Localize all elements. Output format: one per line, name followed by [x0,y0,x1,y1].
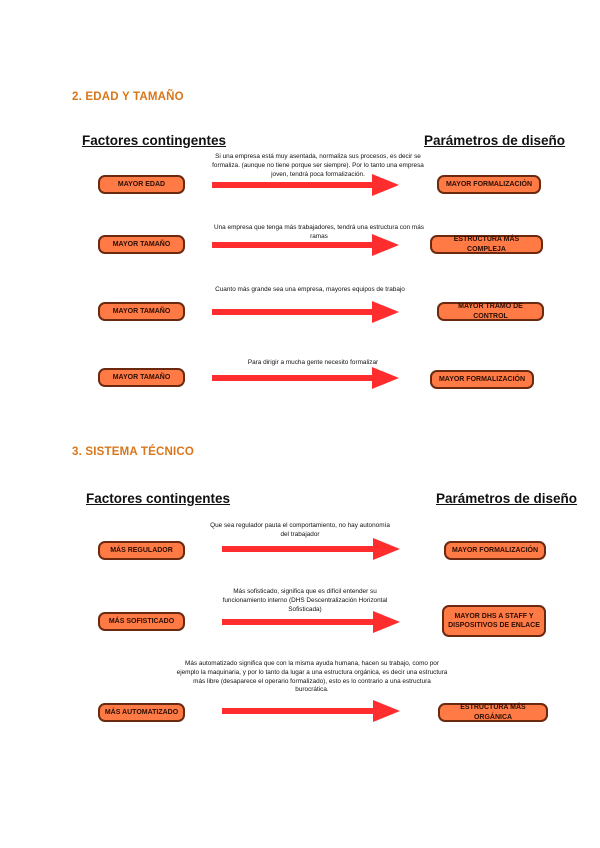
factor-pill: MÁS REGULADOR [98,541,185,560]
right-arrow-icon [212,234,399,256]
factor-pill: MAYOR TAMAÑO [98,235,185,254]
right-arrow-icon [212,174,399,196]
parameters-header: Parámetros de diseño [424,133,566,148]
right-arrow-icon [212,301,399,323]
section-title: 2. EDAD Y TAMAÑO [72,91,184,103]
factor-pill: MAYOR EDAD [98,175,185,194]
parameters-header: Parámetros de diseño [436,491,578,506]
right-arrow-icon [212,367,399,389]
right-arrow-icon [222,538,400,560]
arrow-note: Más automatizado significa que con la mi… [176,660,448,694]
factor-pill: MÁS AUTOMATIZADO [98,703,185,722]
arrow-note: Para dirigir a mucha gente necesito form… [247,359,379,366]
parameter-pill: MAYOR FORMALIZACIÓN [437,175,541,194]
parameter-pill: MAYOR FORMALIZACIÓN [444,541,546,560]
parameter-pill: MAYOR TRAMO DE CONTROL [437,302,544,321]
factors-header: Factores contingentes [86,491,231,506]
right-arrow-icon [222,611,400,633]
factor-pill: MÁS SOFISTICADO [98,612,185,631]
parameter-pill: MAYOR FORMALIZACIÓN [430,370,534,389]
parameter-pill: ESTRUCTURA MÁS ORGÁNICA [438,703,548,722]
factors-header: Factores contingentes [82,133,227,148]
arrow-note: Cuanto más grande sea una empresa, mayor… [215,286,405,293]
section-title: 3. SISTEMA TÉCNICO [72,446,195,458]
parameter-pill: MAYOR DHS A STAFF Y DISPOSITIVOS DE ENLA… [442,605,546,637]
arrow-note: Una empresa que tenga más trabajadores, … [214,224,424,240]
factor-pill: MAYOR TAMAÑO [98,368,185,387]
arrow-note: Más sofisticado, significa que es difíci… [222,588,388,613]
arrow-note: Que sea regulador pauta el comportamient… [210,522,390,538]
parameter-pill: ESTRUCTURA MÁS COMPLEJA [430,235,543,254]
right-arrow-icon [222,700,400,722]
factor-pill: MAYOR TAMAÑO [98,302,185,321]
arrow-note: Si una empresa está muy asentada, normal… [212,153,424,178]
